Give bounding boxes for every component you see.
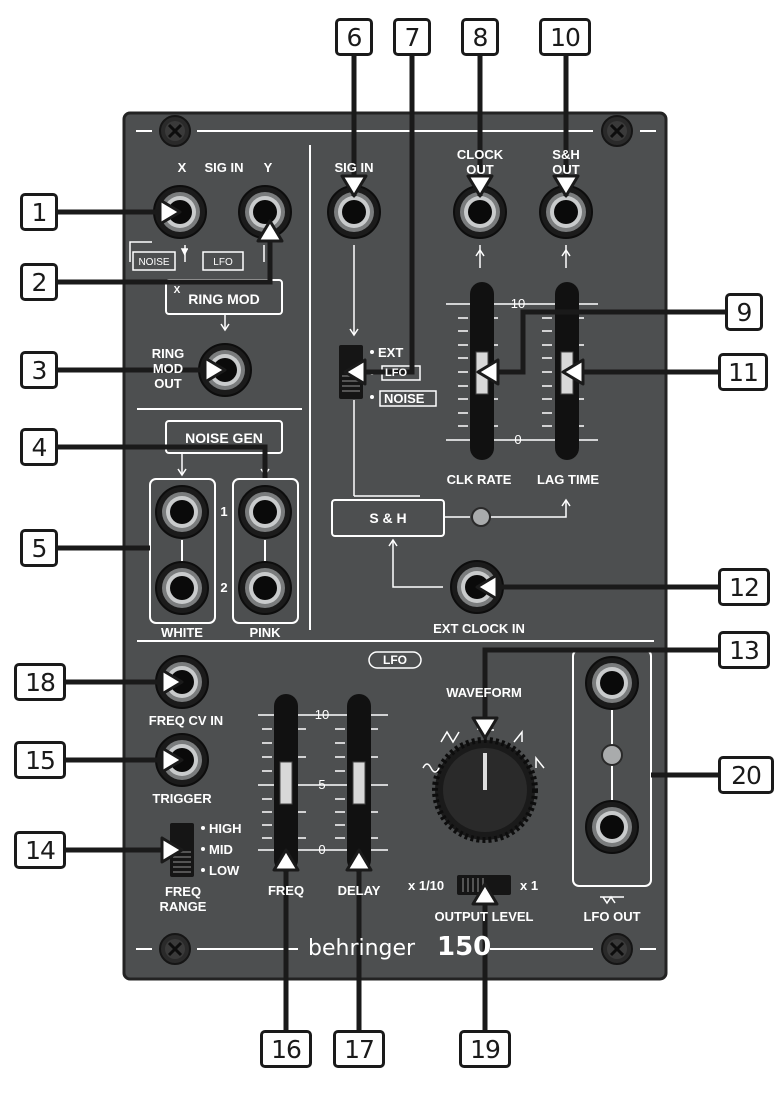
switch-lfo-label: LFO [385, 367, 407, 379]
sh-out-label-2: OUT [552, 162, 580, 177]
lag-time-label: LAG TIME [536, 472, 600, 487]
sh-out-label-1: S&H [552, 147, 580, 162]
trigger-label: TRIGGER [152, 791, 212, 806]
waveform-label: WAVEFORM [446, 685, 522, 700]
callout-6: 6 [335, 18, 373, 56]
ring-mod-out-label-3: OUT [154, 376, 182, 391]
callout-18: 18 [14, 663, 66, 701]
clock-led [471, 507, 491, 527]
callout-10: 10 [539, 18, 591, 56]
pink-noise-1-jack[interactable] [238, 485, 292, 539]
pink-noise-2-jack[interactable] [238, 561, 292, 615]
lfo-scale-0-label: 0 [318, 842, 326, 857]
freq-range-label-2: RANGE [159, 899, 207, 914]
callout-11: 11 [718, 353, 768, 391]
callout-13: 13 [718, 631, 770, 669]
lfo-scale-5-label: 5 [318, 777, 326, 792]
noise-tag-label: NOISE [138, 257, 170, 268]
callout-3: 3 [20, 351, 58, 389]
callout-7: 7 [393, 18, 431, 56]
output-x1-label: x 1 [520, 878, 539, 893]
range-mid-label: MID [209, 842, 233, 857]
waveform-knob[interactable] [432, 737, 538, 843]
lfo-badge-label: LFO [383, 653, 407, 667]
pink-noise-label: PINK [249, 625, 281, 640]
ring-mod-sig-in-label: SIG IN [204, 160, 244, 175]
noise-gen-box-label: NOISE GEN [185, 430, 263, 446]
callout-12: 12 [718, 568, 770, 606]
callout-20: 20 [718, 756, 774, 794]
lfo-led [601, 744, 623, 766]
callout-16: 16 [260, 1030, 312, 1068]
ring-mod-y-label: Y [263, 160, 273, 175]
output-level-label: OUTPUT LEVEL [434, 909, 534, 924]
ext-clock-in-label: EXT CLOCK IN [433, 621, 525, 636]
ring-mod-out-label-1: RING [151, 346, 185, 361]
freq-cv-in-label: FREQ CV IN [148, 713, 224, 728]
white-noise-2-jack[interactable] [155, 561, 209, 615]
callout-2: 2 [20, 263, 58, 301]
screw-top-right [600, 114, 634, 148]
sh-scale-10-label: 10 [510, 296, 526, 311]
range-high-label: HIGH [209, 821, 242, 836]
switch-ext-label: EXT [378, 345, 404, 360]
sh-sig-in-label: SIG IN [334, 160, 374, 175]
ring-mod-box-label: RING MOD [188, 291, 260, 307]
callout-4: 4 [20, 428, 58, 466]
lfo-out-2-jack[interactable] [585, 800, 639, 854]
callout-17: 17 [333, 1030, 385, 1068]
ring-mod-x-mark: X [173, 285, 181, 296]
range-low-label: LOW [209, 863, 240, 878]
freq-range-label-1: FREQ [164, 884, 202, 899]
white-noise-1-jack[interactable] [155, 485, 209, 539]
lfo-out-1-jack[interactable] [585, 656, 639, 710]
noise-row-1-label: 1 [220, 504, 228, 519]
module-panel [122, 111, 668, 981]
white-noise-label: WHITE [161, 625, 203, 640]
callout-14: 14 [14, 831, 66, 869]
ring-mod-x-label: X [177, 160, 187, 175]
switch-noise-label: NOISE [384, 391, 425, 406]
sh-scale-0-label: 0 [514, 432, 522, 447]
output-x110-label: x 1/10 [408, 878, 445, 893]
lfo-tag-label: LFO [213, 257, 233, 268]
lfo-scale-10-label: 10 [314, 707, 330, 722]
noise-row-2-label: 2 [220, 580, 228, 595]
sh-box-label: S & H [369, 510, 407, 526]
callout-1: 1 [20, 193, 58, 231]
brand-model: 150 [437, 932, 492, 962]
freq-fader-label: FREQ [267, 883, 305, 898]
clk-rate-label: CLK RATE [446, 472, 512, 487]
callout-15: 15 [14, 741, 66, 779]
delay-fader-label: DELAY [337, 883, 381, 898]
ring-mod-out-label-2: MOD [152, 361, 184, 376]
brand-name: behringer [308, 936, 416, 961]
clock-out-label-1: CLOCK [456, 147, 504, 162]
screw-top-left [158, 114, 192, 148]
callout-8: 8 [461, 18, 499, 56]
screw-bottom-right [600, 932, 634, 966]
lfo-out-label: LFO OUT [583, 909, 641, 924]
screw-bottom-left [158, 932, 192, 966]
callout-9: 9 [725, 293, 763, 331]
clock-out-label-2: OUT [466, 162, 494, 177]
callout-5: 5 [20, 529, 58, 567]
callout-19: 19 [459, 1030, 511, 1068]
